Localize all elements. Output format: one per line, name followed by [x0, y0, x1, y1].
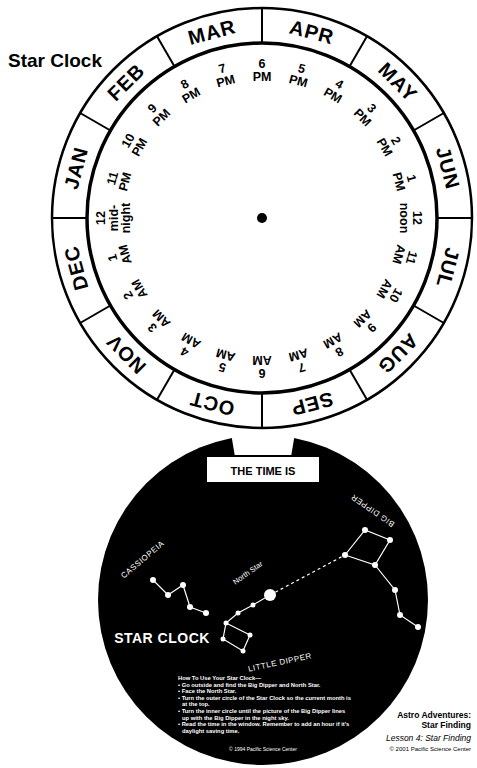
center-pin [257, 213, 267, 223]
hour-label: 11 PM [103, 160, 136, 199]
cassiopeia-lines [153, 580, 206, 613]
hour-label: 6 AM [245, 354, 279, 379]
constellation-name: CASSIOPEIA [120, 540, 166, 580]
star [387, 537, 393, 543]
star [397, 612, 403, 618]
star [342, 552, 348, 558]
outer-wheel [52, 8, 472, 428]
hour-label: 9 AM [346, 302, 388, 344]
title-text: Star Clock [8, 50, 102, 72]
instruction-step: • Go outside and find the Big Dipper and… [178, 682, 353, 689]
hour-label: 1 PM [388, 160, 421, 199]
constellation-name: North Star [232, 560, 264, 586]
little-dipper-lines [223, 595, 270, 651]
star [241, 649, 246, 654]
hour-label: 10 AM [371, 271, 410, 313]
star [150, 577, 156, 583]
hour-label: 12 mid-night [95, 201, 133, 235]
star [224, 621, 229, 626]
divider [157, 370, 175, 400]
star [187, 604, 193, 610]
star [392, 587, 398, 593]
divider [261, 393, 263, 428]
hour-label: 6 PM [245, 58, 279, 83]
disk-title: STAR CLOCK [114, 631, 210, 645]
star [203, 610, 209, 616]
star [251, 603, 256, 608]
star [248, 633, 253, 638]
instruction-step: • Read the time in the window. Remember … [178, 721, 353, 734]
pointer-line [270, 555, 345, 595]
hour-label: 4 AM [167, 327, 209, 366]
divider [350, 370, 368, 400]
instruction-step: • Turn the inner circle until the pictur… [178, 708, 353, 721]
instructions-heading: How To Use Your Star Clock— [178, 675, 353, 682]
window-notch [231, 433, 295, 457]
star-disk: How To Use Your Star Clock—• Go outside … [98, 435, 428, 765]
divider [80, 113, 110, 131]
big-dipper-handle [375, 565, 418, 627]
star [362, 527, 368, 533]
divider [80, 306, 110, 324]
hour-label: 2 PM [371, 123, 410, 165]
credit-text: © 2001 Pacific Science Center [390, 746, 471, 753]
star [236, 611, 241, 616]
divider [414, 306, 444, 324]
hour-label: 3 PM [346, 92, 388, 134]
hour-label: 3 AM [136, 302, 178, 344]
hour-label: 9 PM [136, 92, 178, 134]
credit-text: Astro Adventures: Star Finding [389, 711, 471, 731]
copyright-note: © 1994 Pacific Science Center [229, 747, 297, 752]
hour-label: 5 AM [204, 344, 243, 377]
instruction-step: • Turn the outer circle of the Star Cloc… [178, 695, 353, 708]
hour-label: 1 AM [103, 237, 136, 276]
hour-label: 4 PM [315, 71, 357, 110]
divider [157, 36, 175, 66]
hour-dial [87, 43, 437, 393]
divider [414, 113, 444, 131]
star [221, 637, 226, 642]
hour-dial: 6 PM5 PM4 PM3 PM2 PM1 PM12 noon11 AM10 A… [87, 43, 437, 393]
credit-text: Lesson 4: Star Finding [386, 734, 471, 744]
instructions-block: How To Use Your Star Clock—• Go outside … [178, 675, 353, 734]
month-dividers [52, 8, 472, 428]
divider [52, 217, 87, 219]
star [180, 582, 186, 588]
hour-label: 2 AM [115, 271, 154, 313]
hour-label: 12 noon [398, 201, 423, 235]
window-label: THE TIME IS [231, 465, 296, 478]
hour-label: 11 AM [388, 237, 421, 276]
hour-label: 5 PM [281, 59, 320, 92]
divider [437, 217, 472, 219]
star-disk [98, 435, 428, 765]
star [372, 562, 378, 568]
divider [350, 36, 368, 66]
star [415, 624, 421, 630]
hour-label: 7 PM [204, 59, 243, 92]
constellation-name: BIG DIPPER [350, 492, 396, 528]
time-window: THE TIME IS [205, 455, 321, 484]
hour-label: 7 AM [281, 344, 320, 377]
constellation-name: LITTLE DIPPER [248, 652, 313, 673]
big-dipper-bowl [345, 530, 390, 565]
divider [261, 8, 263, 43]
hour-label: 10 PM [115, 123, 154, 165]
star [165, 592, 171, 598]
hour-label: 8 PM [167, 71, 209, 110]
north-star [264, 589, 276, 601]
instruction-step: • Face the North Star. [178, 688, 353, 695]
hour-label: 8 AM [315, 327, 357, 366]
